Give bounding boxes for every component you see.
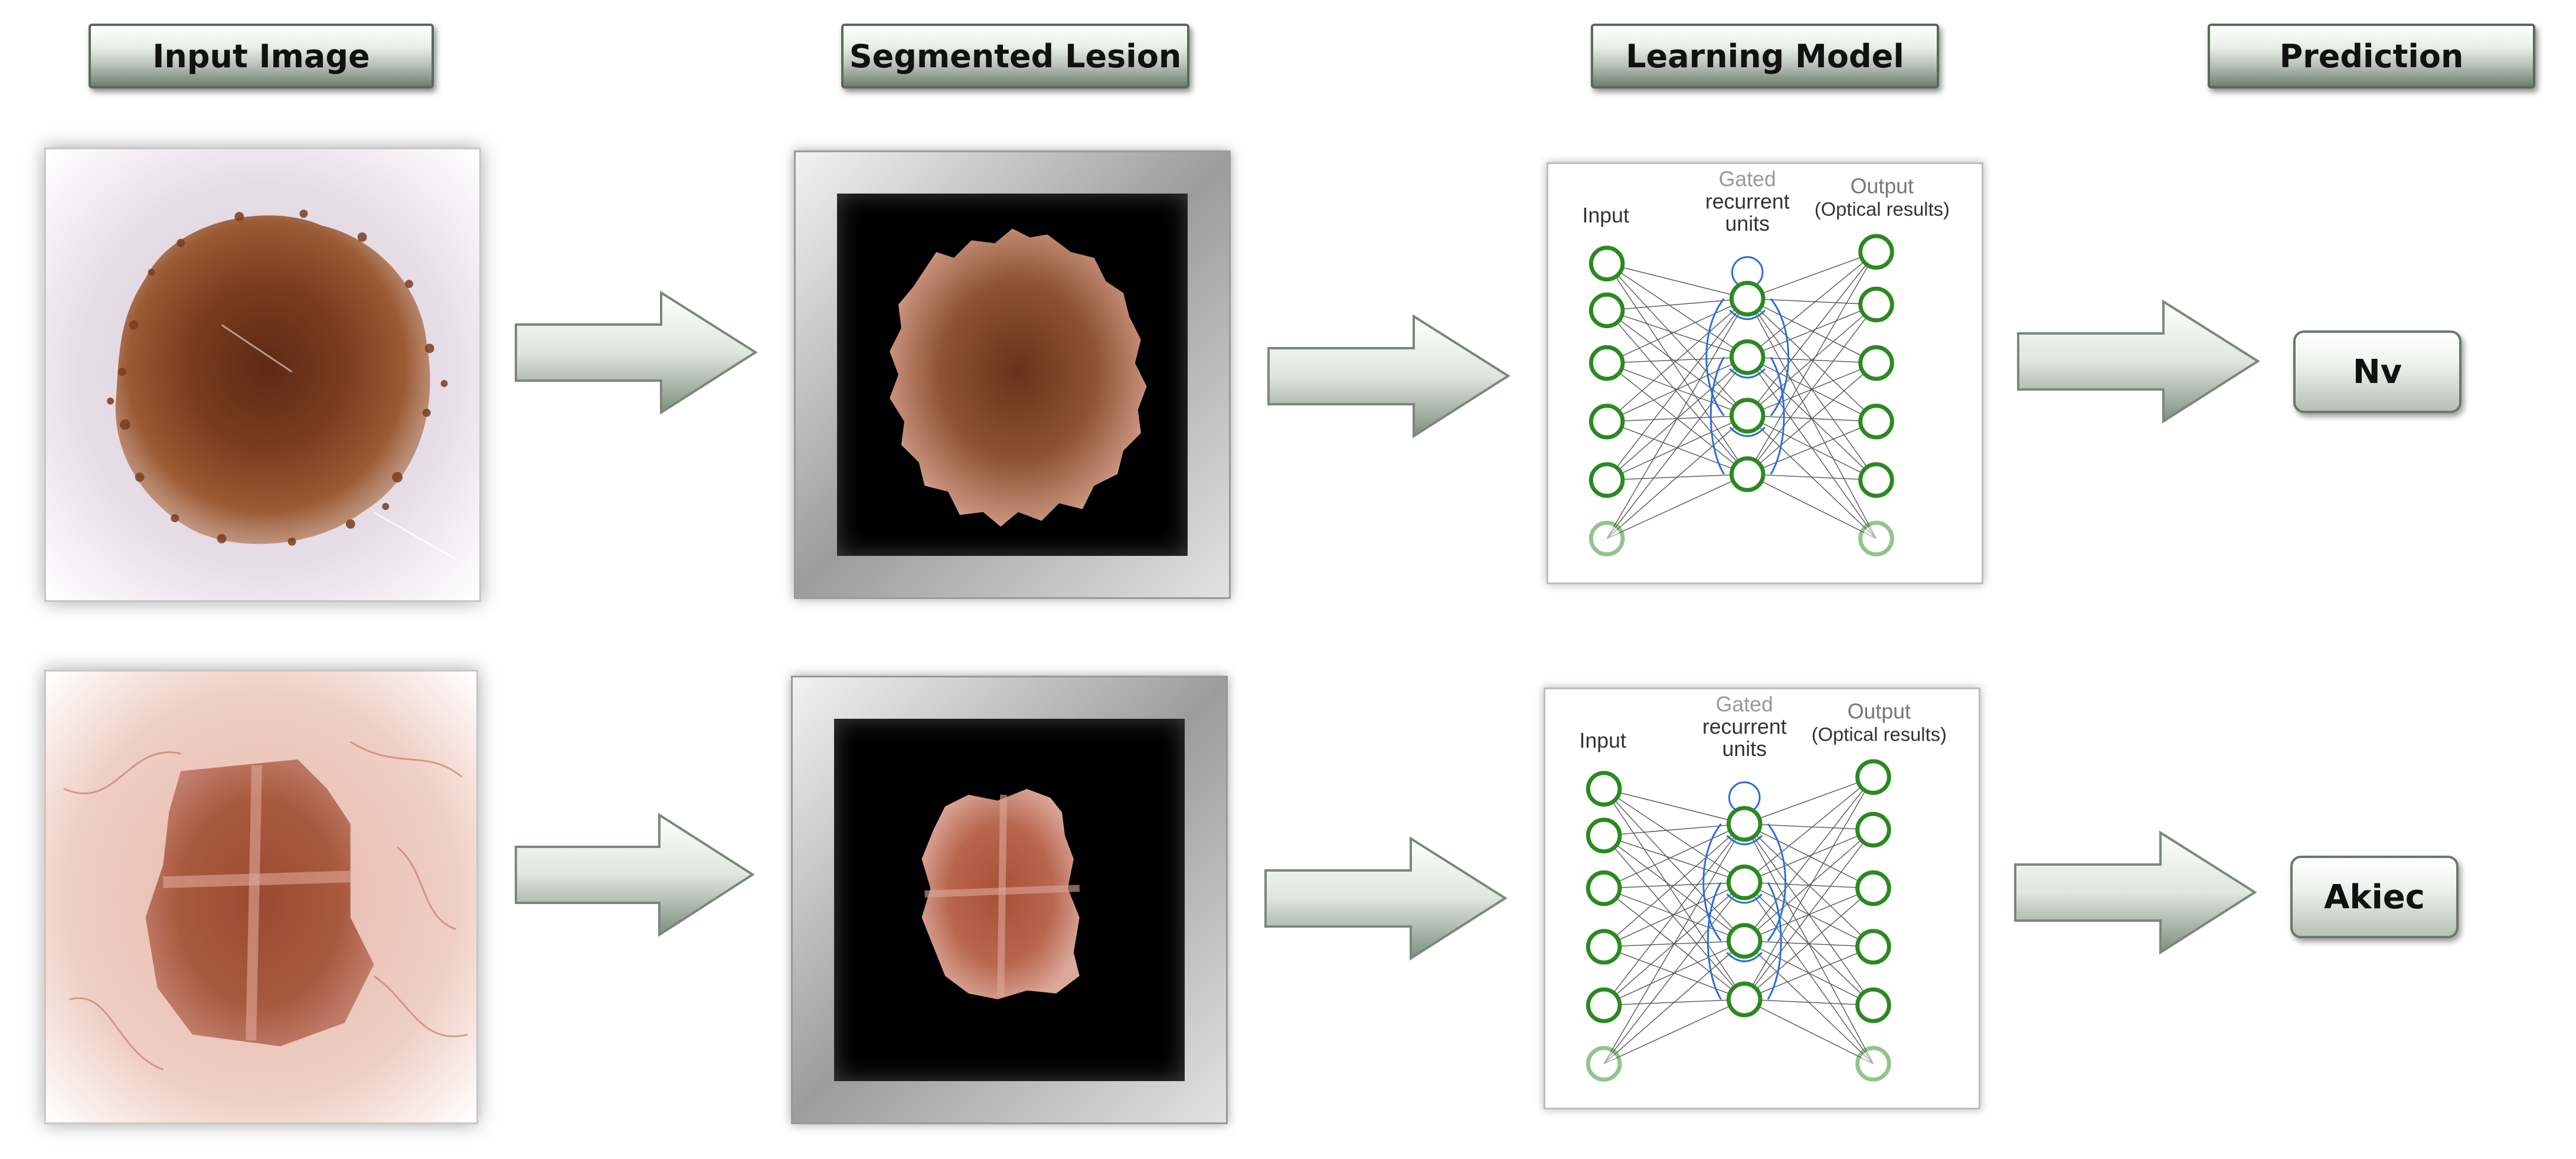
learning-model-diagram-row1: Input Gated recurrent units Output (Opti… <box>1547 162 1983 584</box>
prediction-label-row2: Akiec <box>2290 856 2459 938</box>
segmented-lesion-row2 <box>791 676 1228 1124</box>
input-image-row2 <box>44 670 478 1124</box>
right-arrow-icon <box>2013 829 2258 956</box>
right-arrow-icon <box>1263 835 1508 962</box>
network-input-label: Input <box>1580 729 1626 752</box>
right-arrow-icon <box>514 811 756 938</box>
network-recurrent-label: recurrent <box>1702 715 1787 738</box>
header-prediction: Prediction <box>2208 24 2535 89</box>
right-arrow-icon <box>1266 313 1511 440</box>
learning-model-diagram-row2: Input Gated recurrent units Output (Opti… <box>1544 687 1980 1109</box>
network-gated-label: Gated <box>1719 168 1776 191</box>
header-input-image: Input Image <box>89 24 434 89</box>
prediction-label-row1: Nv <box>2293 330 2461 413</box>
network-units-label: units <box>1722 737 1767 761</box>
network-optical-results-label: (Optical results) <box>1812 723 1947 745</box>
network-gated-label: Gated <box>1716 693 1773 716</box>
header-segmented-lesion: Segmented Lesion <box>841 24 1189 89</box>
network-output-label: Output <box>1851 175 1914 198</box>
network-units-label: units <box>1725 212 1770 235</box>
network-output-label: Output <box>1848 700 1911 723</box>
right-arrow-icon <box>514 289 759 416</box>
segmented-lesion-row1 <box>794 150 1231 599</box>
right-arrow-icon <box>2016 298 2261 425</box>
input-image-row1 <box>44 148 481 602</box>
network-optical-results-label: (Optical results) <box>1815 198 1950 220</box>
header-learning-model: Learning Model <box>1591 24 1939 89</box>
network-recurrent-label: recurrent <box>1705 189 1790 213</box>
network-input-label: Input <box>1583 204 1629 227</box>
